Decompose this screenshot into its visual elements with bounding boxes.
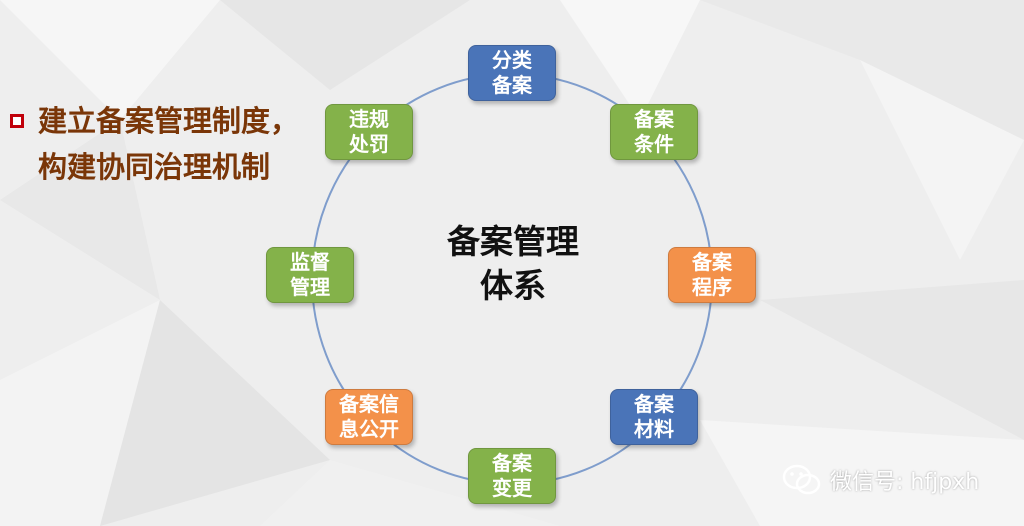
node-label-line-2: 材料 [634, 417, 674, 441]
node-label-line-1: 备案信 [339, 392, 399, 416]
bullet-text-2: 构建协同治理机制 [38, 150, 271, 184]
node-label-line-1: 分类 [492, 48, 532, 72]
node-label-line-2: 程序 [692, 275, 732, 299]
node-filing-info-disclosure: 备案信息公开 [325, 389, 413, 445]
node-filing-materials: 备案材料 [610, 389, 698, 445]
node-label-line-1: 备案 [692, 250, 732, 274]
bullet-block: 建立备案管理制度， 构建协同治理机制 [10, 98, 299, 190]
node-label-line-2: 处罚 [349, 132, 389, 156]
node-label-line-2: 息公开 [339, 417, 399, 441]
center-title: 备案管理 体系 [398, 220, 628, 308]
node-label-line-1: 违规 [349, 107, 389, 131]
node-supervision-management: 监督管理 [266, 247, 354, 303]
bullet-line-2: 构建协同治理机制 [10, 144, 299, 190]
node-label-line-2: 管理 [290, 275, 330, 299]
wechat-icon [782, 464, 821, 495]
node-label-line-1: 备案 [634, 392, 674, 416]
node-label-line-1: 备案 [634, 107, 674, 131]
bullet-line-1: 建立备案管理制度， [10, 98, 299, 144]
bullet-text-1: 建立备案管理制度， [38, 104, 300, 138]
center-title-line-2: 体系 [480, 266, 546, 305]
node-label-line-2: 条件 [634, 132, 674, 156]
node-filing-procedure: 备案程序 [668, 247, 756, 303]
node-label-line-1: 监督 [290, 250, 330, 274]
node-filing-conditions: 备案条件 [610, 104, 698, 160]
center-title-line-1: 备案管理 [447, 222, 579, 261]
node-filing-changes: 备案变更 [468, 448, 556, 504]
node-classification-filing: 分类备案 [468, 45, 556, 101]
watermark: 微信号: hfjpxh [782, 463, 979, 497]
node-label-line-1: 备案 [492, 451, 532, 475]
node-violation-penalty: 违规处罚 [325, 104, 413, 160]
node-label-line-2: 备案 [492, 73, 532, 97]
bullet-square-icon [10, 114, 24, 128]
node-label-line-2: 变更 [492, 476, 532, 500]
watermark-text: 微信号: hfjpxh [830, 470, 980, 495]
